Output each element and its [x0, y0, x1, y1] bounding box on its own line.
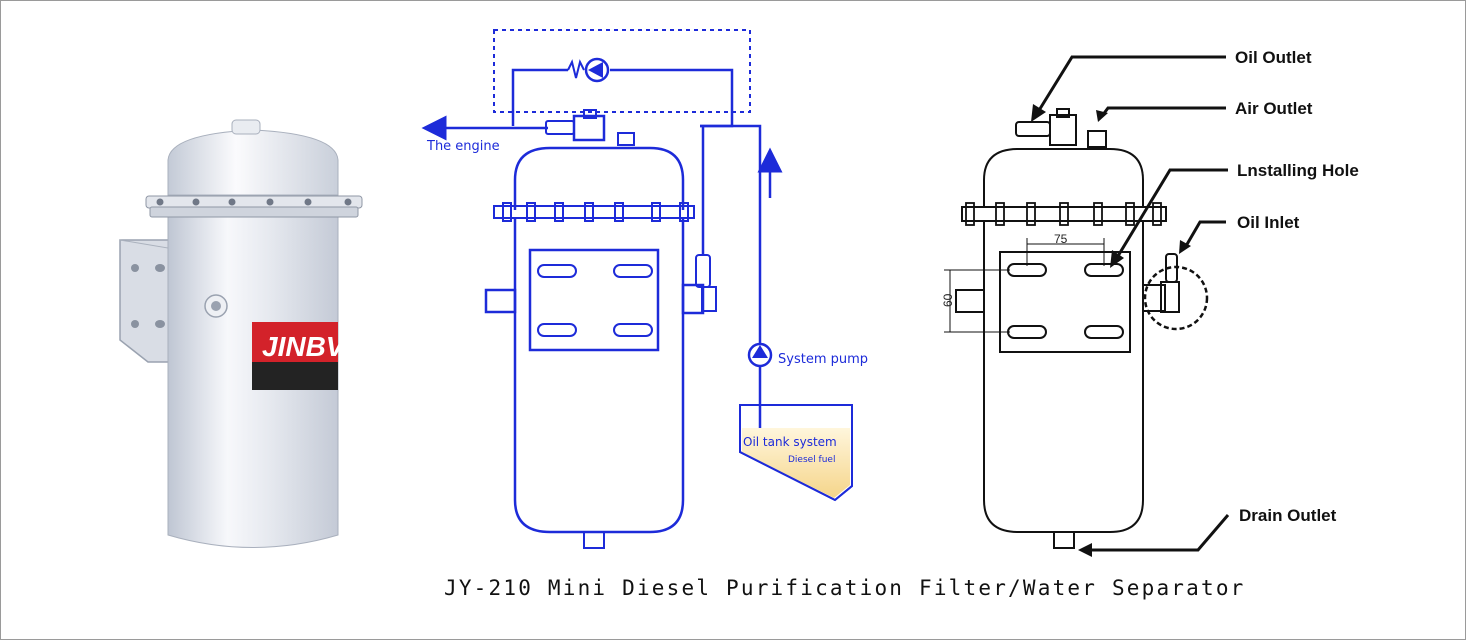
product-photo: JINBV	[119, 119, 363, 548]
label-oil-inlet: Oil Inlet	[1237, 213, 1300, 232]
page-title: JY-210 Mini Diesel Purification Filter/W…	[444, 576, 1246, 600]
tank-top-outline	[983, 148, 1144, 207]
arrow-heads	[1031, 104, 1191, 557]
bypass-loop	[493, 29, 751, 113]
tank-top	[513, 146, 685, 210]
fuel-level	[742, 428, 850, 498]
label-oil-outlet: Oil Outlet	[1235, 48, 1312, 67]
inlet-highlight	[1143, 265, 1209, 331]
check-valve-icon	[584, 57, 610, 83]
label-installing-hole: Lnstalling Hole	[1237, 161, 1359, 180]
fuel-label: Diesel fuel	[788, 455, 835, 465]
leader-lines	[1036, 55, 1230, 552]
dimension-horizontal: 75	[1054, 232, 1068, 246]
label-air-outlet: Air Outlet	[1235, 99, 1313, 118]
flow-diagram	[421, 29, 853, 549]
feed-line	[700, 124, 762, 343]
label-drain-outlet: Drain Outlet	[1239, 506, 1337, 525]
dimension-vertical: 60	[941, 293, 955, 307]
engine-label: The engine	[426, 139, 500, 154]
pump-label: System pump	[778, 352, 868, 367]
tank-label: Oil tank system	[743, 435, 837, 449]
return-line	[511, 68, 568, 126]
dimension-diagram	[944, 108, 1209, 549]
brand-text: JINBV	[262, 331, 347, 362]
oil-outlet-leader	[1036, 55, 1226, 113]
return-line-right	[610, 68, 734, 128]
